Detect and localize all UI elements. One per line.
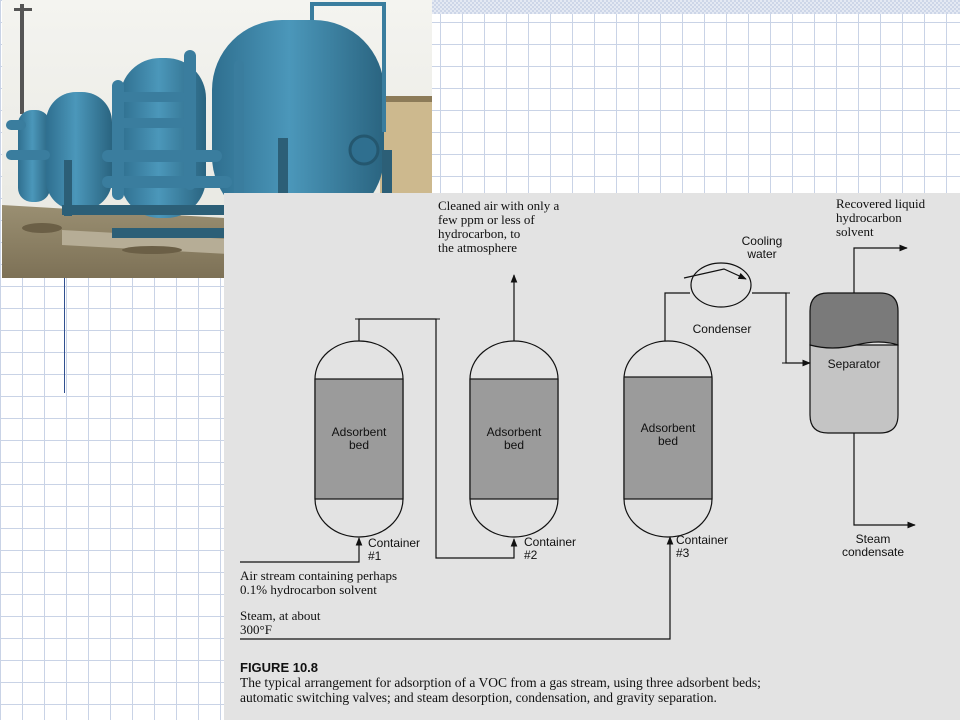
adsorber-tanks-photo (2, 0, 432, 278)
label-cleaned-air: Cleaned air with only a few ppm or less … (438, 198, 560, 255)
separator-lower (809, 344, 899, 434)
container-1-bed-label: Adsorbent bed (331, 425, 387, 452)
separator-upper (809, 292, 899, 349)
container-2-bed-label: Adsorbent bed (486, 425, 542, 452)
tanks-photo-illustration (2, 0, 432, 278)
container-3-label: Container #3 (676, 533, 729, 560)
figure-caption: The typical arrangement for adsorption o… (240, 675, 761, 705)
condenser-shell (690, 262, 752, 308)
label-condenser: Condenser (692, 322, 752, 336)
process-flow-figure: Cleaned air with only a few ppm or less … (224, 193, 960, 720)
label-steam: Steam, at about 300°F (240, 608, 321, 637)
figure-title: FIGURE 10.8 (240, 660, 319, 675)
container-3-bed-label: Adsorbent bed (640, 421, 696, 448)
container-3-bed (623, 376, 713, 500)
container-2-label: Container #2 (524, 535, 577, 562)
label-separator: Separator (827, 357, 881, 371)
container-2-bed (469, 378, 559, 500)
label-steam-condensate: Steam condensate (841, 532, 905, 559)
container-1-bed (314, 378, 404, 500)
accent-line (64, 278, 65, 393)
label-air-stream: Air stream containing perhaps 0.1% hydro… (240, 568, 398, 597)
label-cooling-water: Cooling water (741, 234, 783, 261)
label-recovered-liquid: Recovered liquid hydrocarbon solvent (836, 196, 926, 239)
container-1-label: Container #1 (368, 536, 421, 563)
top-decorative-band (432, 0, 960, 14)
process-flow-diagram (240, 244, 916, 640)
